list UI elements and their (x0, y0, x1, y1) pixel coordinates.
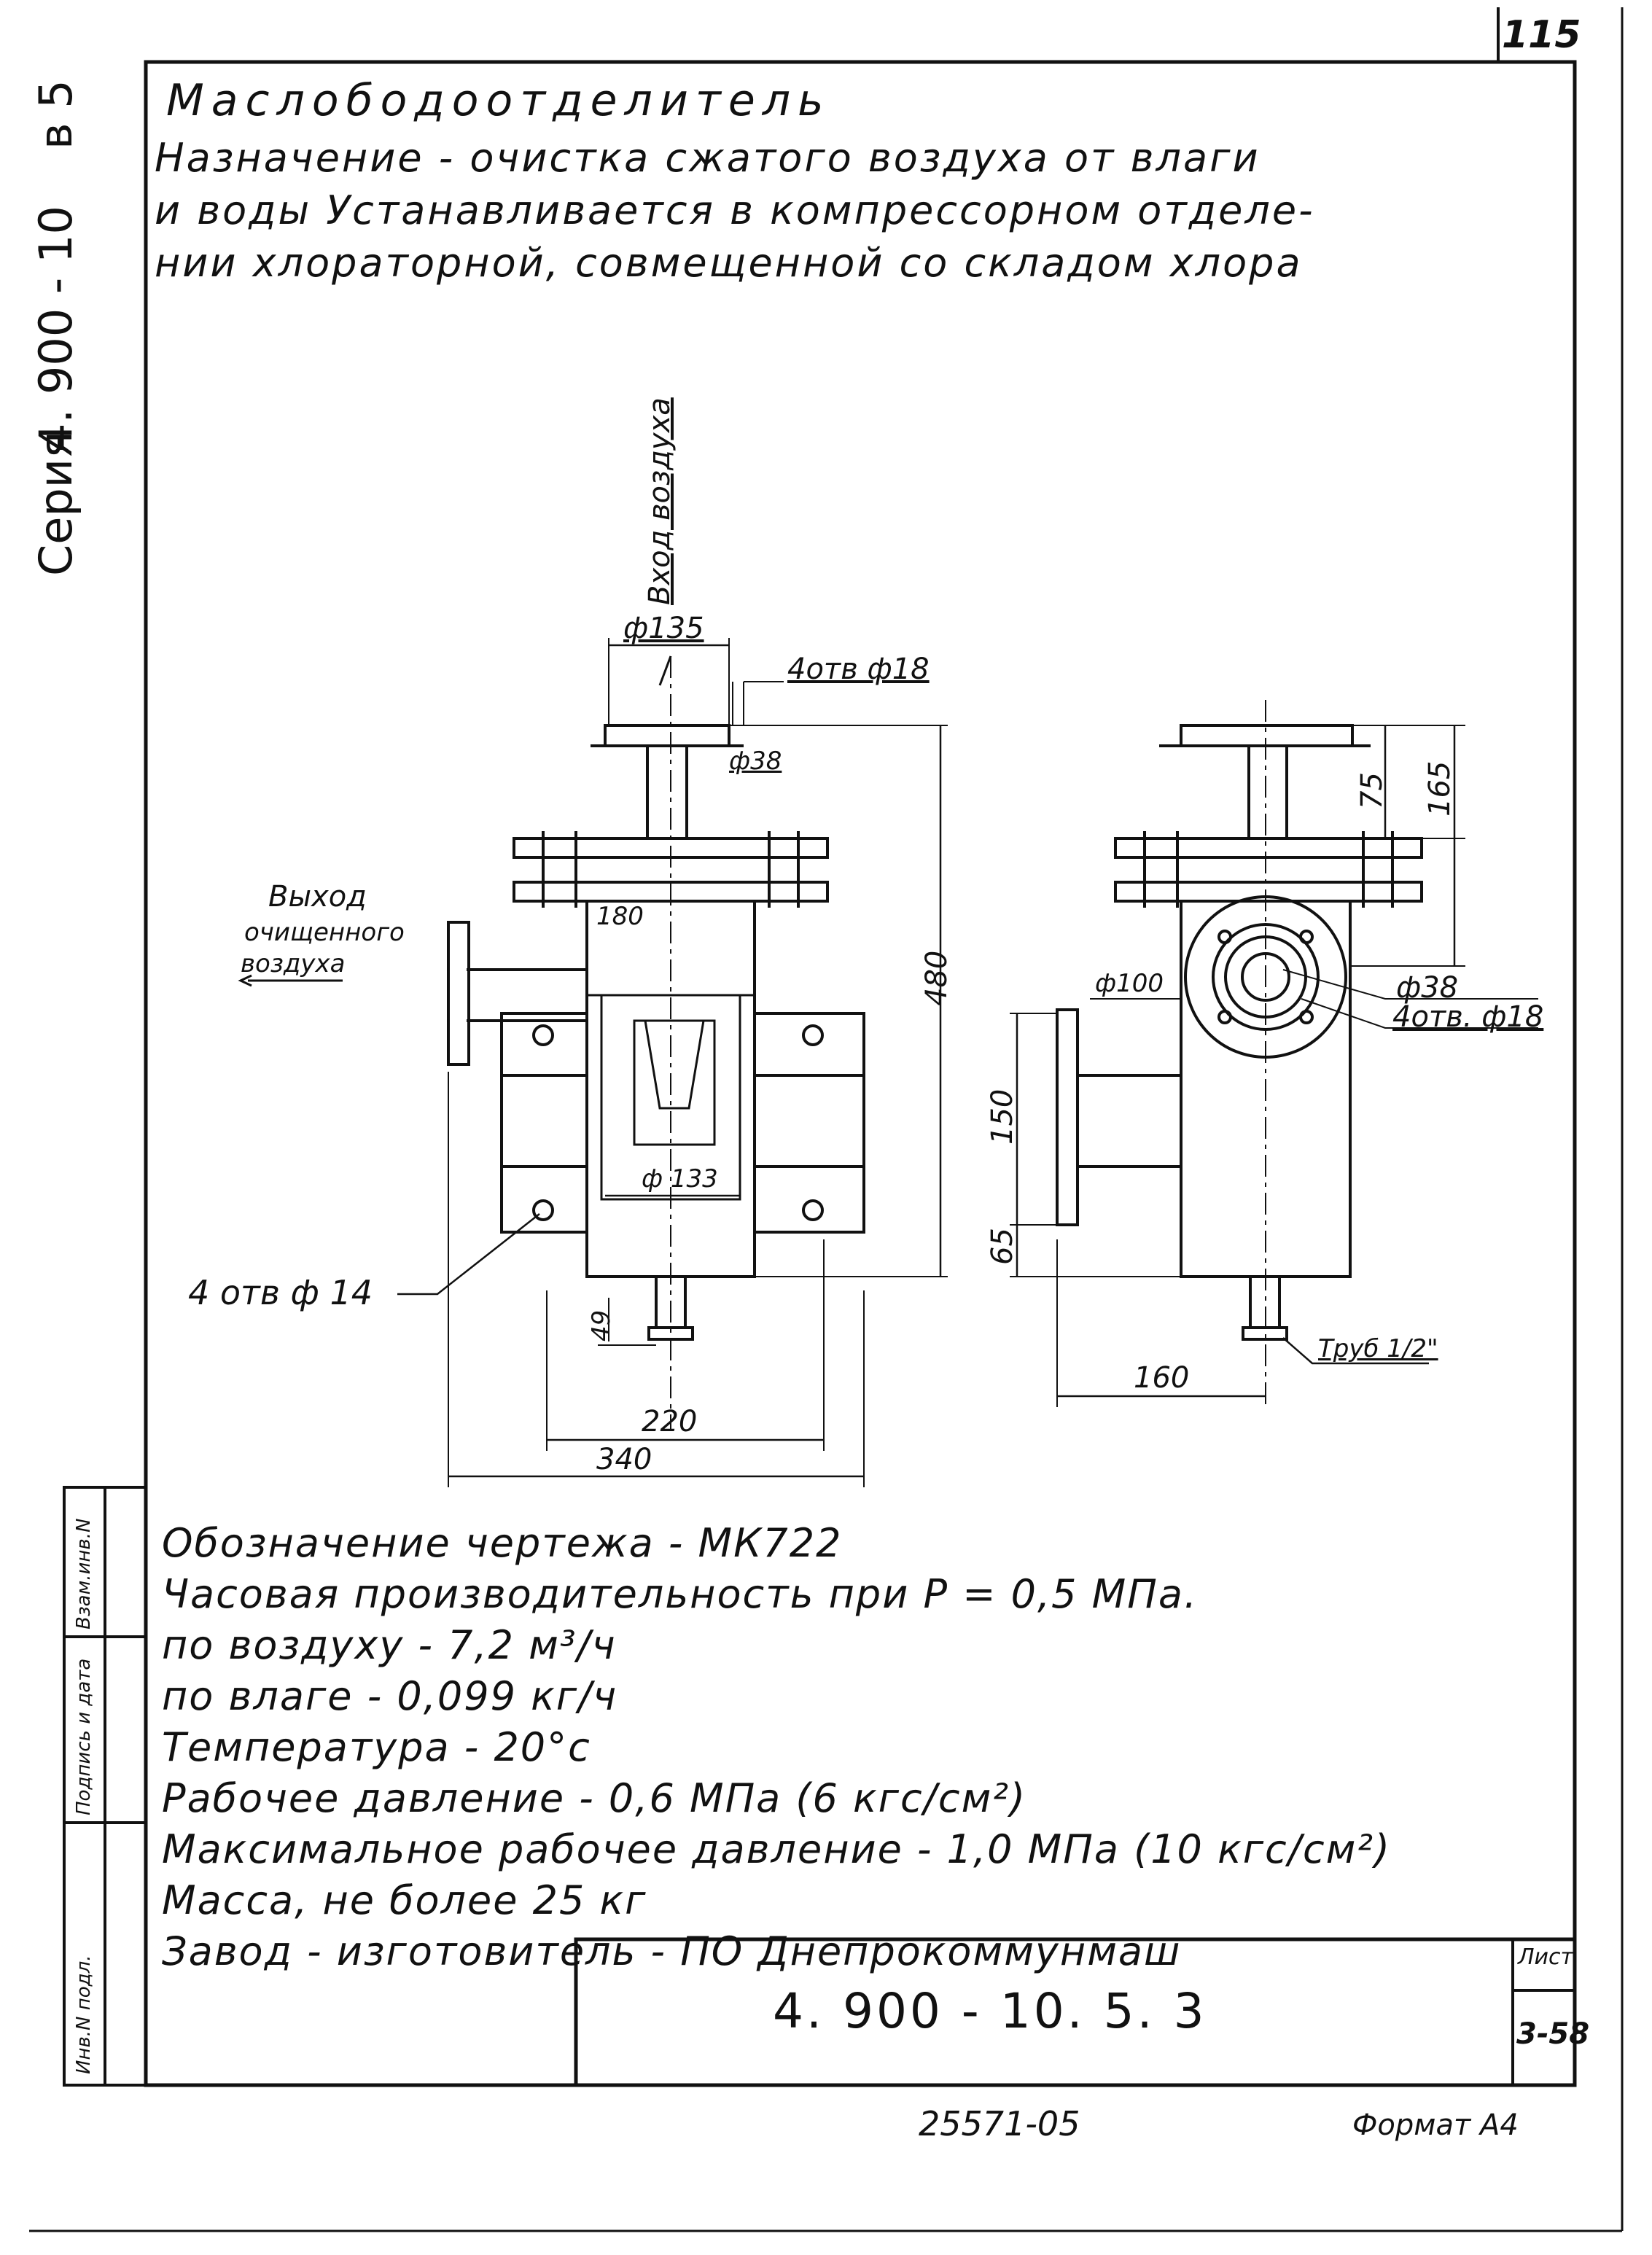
outlet-label-1: Выход (268, 880, 367, 914)
stamp-replacement-label: Взам.инв.N (73, 1518, 95, 1629)
dim-d100: ф100 (1095, 969, 1164, 998)
dim-165: 165 (1423, 760, 1457, 817)
footer-format: Формат А4 (1352, 2108, 1519, 2142)
dim-65: 65 (986, 1228, 1019, 1265)
purpose-line-3: нии хлораторной, совмещенной со складом … (155, 240, 1303, 286)
spec-line-7: Максимальное рабочее давление - 1,0 МПа … (162, 1826, 1392, 1872)
spec-line-5: Температура - 20°с (162, 1724, 591, 1770)
stamp-signature-label: Подпись и дата (73, 1658, 95, 1815)
dim-220: 220 (642, 1405, 698, 1438)
stamp-inv-label: Инв.N подл. (73, 1955, 95, 2074)
dim-d38-side: ф38 (1396, 971, 1459, 1005)
spec-line-1: Обозначение чертежа - МК722 (162, 1520, 843, 1566)
page-number: 115 (1502, 13, 1581, 57)
dim-150: 150 (986, 1088, 1019, 1145)
drawing-title: Маслободоотделитель (166, 75, 831, 126)
spec-line-3: по воздуху - 7,2 м³/ч (162, 1622, 617, 1668)
purpose-line-1: Назначение - очистка сжатого воздуха от … (155, 135, 1261, 181)
series-code: 4. 900 - 10 (29, 206, 82, 452)
spec-line-4: по влаге - 0,099 кг/ч (162, 1673, 618, 1719)
title-block-frame (574, 1937, 1577, 2087)
bottom-holes-label: 4 отв ф 14 (188, 1273, 373, 1312)
air-inlet-label: Вход воздуха (643, 397, 677, 605)
sheet-number: 3-58 (1516, 2017, 1590, 2051)
front-view (238, 638, 948, 1487)
outlet-label-3: воздуха (241, 949, 346, 978)
series-label: Серия (29, 431, 82, 576)
outlet-label-2: очищенного (244, 918, 405, 947)
spec-line-8: Масса, не более 25 кг (162, 1877, 647, 1923)
drawing-code: 4. 900 - 10. 5. 3 (773, 1983, 1207, 2039)
spec-line-6: Рабочее давление - 0,6 МПа (6 кгс/см²) (162, 1775, 1027, 1821)
dim-480: 480 (920, 950, 954, 1006)
dim-d133: ф 133 (642, 1164, 718, 1193)
dim-180: 180 (596, 902, 644, 931)
spec-line-2: Часовая производительность при Р = 0,5 М… (162, 1571, 1199, 1617)
top-holes-label: 4отв ф18 (787, 653, 930, 686)
side-holes-label: 4отв. ф18 (1392, 1000, 1544, 1034)
footer-number: 25571-05 (919, 2104, 1080, 2143)
dim-160: 160 (1134, 1361, 1190, 1395)
dim-49: 49 (587, 1309, 616, 1341)
dim-75: 75 (1355, 772, 1389, 809)
dim-340: 340 (596, 1443, 652, 1476)
side-view (1010, 700, 1538, 1407)
purpose-line-2: и воды Устанавливается в компрессорном о… (155, 187, 1315, 233)
dim-d38-top: ф38 (729, 747, 782, 776)
spec-line-9: Завод - изготовитель - ПО Днепрокоммунма… (162, 1928, 1182, 1974)
pipe-label: Труб 1/2" (1318, 1334, 1438, 1363)
dim-d135: ф135 (623, 612, 704, 645)
series-issue: в 5 (29, 79, 82, 149)
sheet-label: Лист (1518, 1944, 1574, 1970)
